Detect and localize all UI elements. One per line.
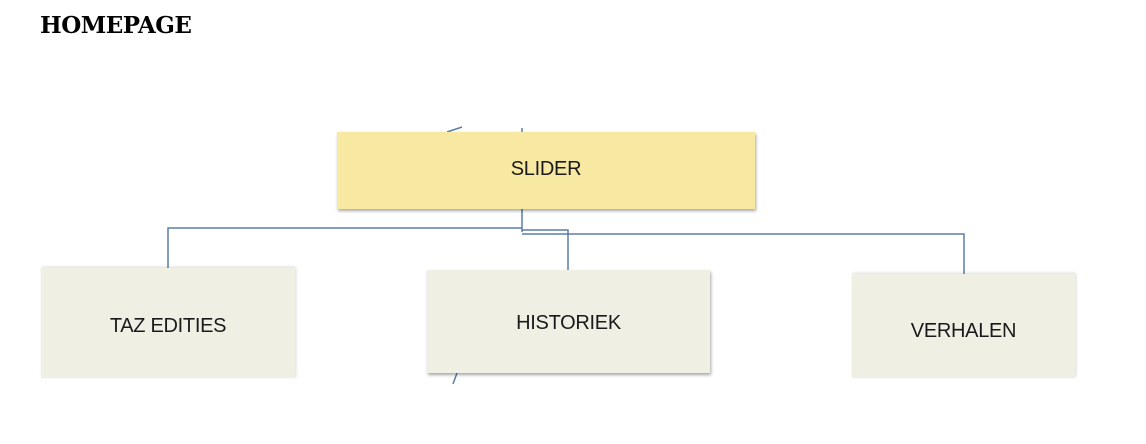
page-title: HOMEPAGE (40, 12, 192, 39)
node-taz-edities: TAZ EDITIES (41, 268, 295, 378)
node-historiek: HISTORIEK (427, 270, 710, 373)
node-verhalen: VERHALEN (852, 274, 1075, 378)
connector-stray-top (446, 126, 463, 133)
connector-taz-edities (167, 227, 522, 268)
connector-verhalen (522, 233, 965, 274)
node-label: SLIDER (510, 158, 582, 180)
node-label: TAZ EDITIES (109, 314, 227, 337)
connector-stray-bottom (452, 372, 458, 385)
connector-historiek (522, 229, 569, 270)
node-label: VERHALEN (910, 319, 1017, 342)
node-slider: SLIDER (337, 132, 755, 209)
node-label: HISTORIEK (516, 312, 621, 334)
